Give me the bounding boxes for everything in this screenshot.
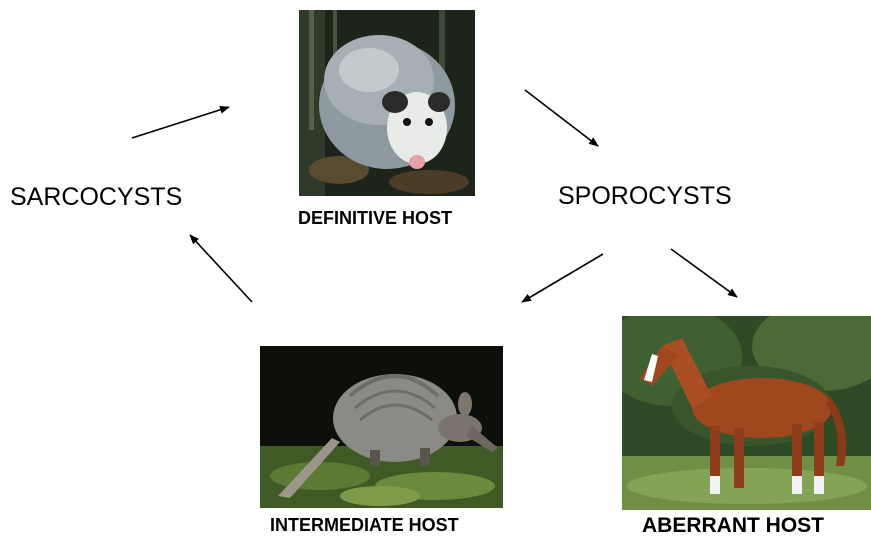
aberrant-host-label: ABERRANT HOST (642, 514, 824, 537)
armadillo-photo (260, 346, 503, 508)
arrow-sarcocysts-to-definitive (131, 105, 230, 139)
intermediate-host-label: INTERMEDIATE HOST (270, 515, 459, 535)
sporocysts-label: SPOROCYSTS (558, 182, 732, 210)
definitive-host-label: DEFINITIVE HOST (298, 208, 453, 228)
sarcocysts-label: SARCOCYSTS (10, 183, 183, 211)
arrow-definitive-to-sporocysts (524, 89, 599, 147)
arrow-sporocysts-to-aberrant (670, 248, 738, 298)
opossum-photo (299, 10, 475, 196)
arrow-sporocysts-to-intermediate (521, 253, 604, 303)
arrow-intermediate-to-sarcocysts (189, 234, 253, 303)
horse-photo (622, 316, 871, 510)
